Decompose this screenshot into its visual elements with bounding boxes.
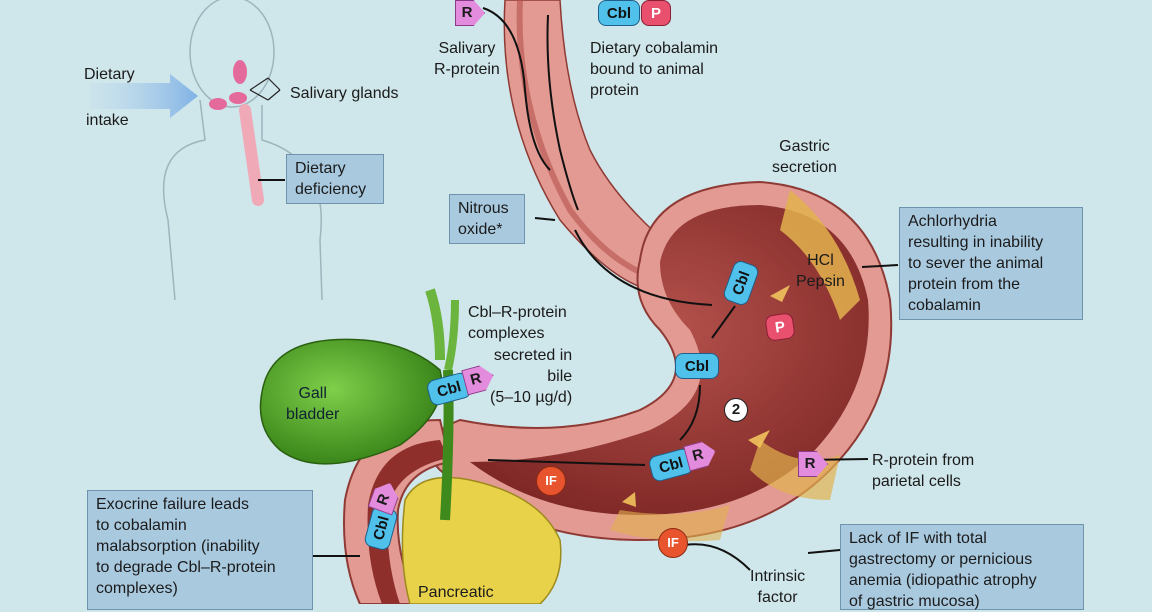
stomach-shape	[427, 180, 893, 542]
dietary-cobalamin-label: Dietary cobalamin bound to animal protei…	[590, 40, 719, 99]
gastric-secretion-label: Gastric secretion	[772, 138, 837, 176]
gall-bladder-label: Gall bladder	[286, 385, 340, 423]
salivary-glands-label: Salivary glands	[290, 85, 399, 102]
cbl-rprotein-complexes-label: Cbl–R-protein complexes	[468, 304, 567, 342]
if-badge-2: IF	[658, 528, 688, 558]
salivary-rprotein-label: Salivary R-protein	[434, 40, 500, 78]
intrinsic-factor-label: Intrinsic factor	[750, 568, 806, 606]
human-silhouette	[162, 0, 323, 301]
dietary-label: Dietary	[84, 66, 135, 83]
nitrous-oxide-callout: Nitrous oxide*	[449, 194, 525, 244]
if-badge-1: IF	[536, 466, 566, 496]
stomach-p-badge: P	[764, 312, 796, 342]
lack-of-if-callout: Lack of IF with total gastrectomy or per…	[840, 524, 1084, 610]
hcl-pepsin-label: HCl Pepsin	[796, 252, 845, 290]
step-2-marker: 2	[724, 398, 748, 422]
pancreatic-label: Pancreatic	[418, 584, 494, 601]
rprotein-parietal-label: R-protein from parietal cells	[872, 452, 975, 490]
dietary-p-badge: P	[641, 0, 671, 26]
dietary-deficiency-callout: Dietary deficiency	[286, 154, 384, 204]
flow-arrows	[258, 7, 899, 571]
secreted-in-bile-label: secreted in bile (5–10 µg/d)	[490, 347, 573, 406]
achlorhydria-callout: Achlorhydria resulting in inability to s…	[899, 207, 1083, 320]
intake-label: intake	[86, 112, 129, 129]
salivary-glands-shape	[209, 60, 281, 206]
stomach-cbl-badge-2: Cbl	[675, 353, 719, 379]
dietary-cbl-badge: Cbl	[598, 0, 640, 26]
exocrine-failure-callout: Exocrine failure leads to cobalamin mala…	[87, 490, 313, 610]
dietary-intake-arrow	[90, 74, 198, 118]
